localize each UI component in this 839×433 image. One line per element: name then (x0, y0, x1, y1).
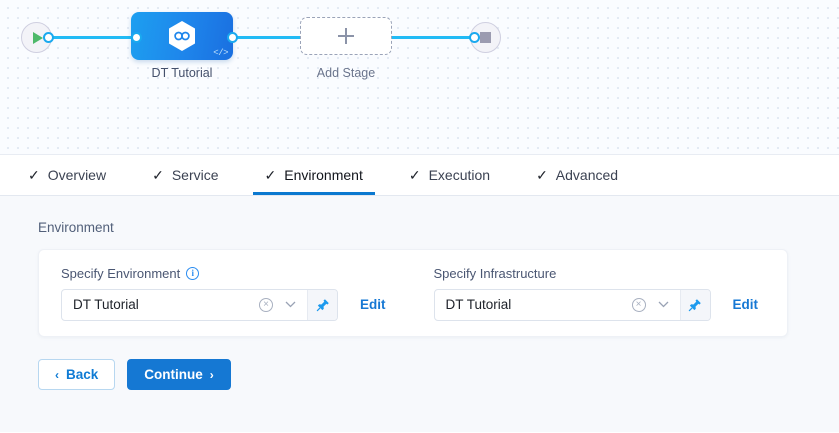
environment-pin-button[interactable] (307, 289, 337, 320)
check-icon: ✓ (264, 167, 277, 183)
back-button[interactable]: ‹ Back (38, 359, 116, 390)
specify-infrastructure-group: Specify Infrastructure DT Tutorial × (433, 266, 759, 321)
tab-execution[interactable]: ✓ Execution (393, 155, 506, 195)
section-title: Environment (38, 220, 114, 235)
code-icon: </> (213, 48, 228, 58)
tab-overview[interactable]: ✓ Overview (12, 155, 122, 195)
wizard-footer: ‹ Back Continue › (38, 359, 839, 390)
stage-node-input-port[interactable] (131, 32, 142, 43)
pipeline-edge-stage-to-add (232, 36, 300, 39)
clear-icon[interactable]: × (631, 297, 646, 312)
environment-panel: Environment Specify Environment i DT Tut… (0, 196, 839, 432)
chevron-down-icon[interactable] (658, 299, 669, 311)
continue-button-label: Continue (144, 367, 203, 382)
play-icon (33, 31, 43, 44)
stage-node-dt-tutorial[interactable]: </> (131, 12, 233, 60)
stage-node-label: DT Tutorial (151, 66, 213, 80)
pipeline-canvas[interactable]: </> DT Tutorial Add Stage (0, 0, 839, 155)
add-stage-button[interactable] (300, 17, 392, 55)
check-icon: ✓ (152, 167, 164, 183)
harness-hexagon-icon (167, 20, 197, 52)
pipeline-end-node[interactable] (470, 22, 501, 53)
tab-label: Overview (47, 167, 107, 183)
tab-label: Environment (284, 167, 363, 183)
environment-select-value: DT Tutorial (73, 297, 139, 312)
environment-edit-link[interactable]: Edit (360, 297, 386, 312)
infrastructure-select[interactable]: DT Tutorial × (433, 288, 711, 321)
end-node-port[interactable] (469, 32, 480, 43)
specify-environment-row: DT Tutorial × Edit (61, 288, 386, 321)
check-icon: ✓ (536, 167, 548, 183)
tab-advanced[interactable]: ✓ Advanced (520, 155, 634, 195)
pipeline-edge-start-to-stage (44, 36, 136, 39)
clear-icon[interactable]: × (259, 297, 273, 312)
environment-card: Specify Environment i DT Tutorial × (38, 249, 788, 337)
infrastructure-edit-link[interactable]: Edit (732, 297, 759, 312)
specify-environment-label: Specify Environment i (61, 266, 386, 281)
infrastructure-select-value: DT Tutorial (445, 297, 512, 312)
tab-service[interactable]: ✓ Service (136, 155, 234, 195)
pushpin-icon (316, 298, 329, 311)
stop-square-icon (480, 32, 491, 43)
chevron-left-icon: ‹ (55, 367, 59, 382)
continue-button[interactable]: Continue › (127, 359, 231, 390)
specify-infrastructure-label: Specify Infrastructure (434, 266, 759, 281)
label-text: Specify Environment (61, 265, 181, 281)
specify-environment-group: Specify Environment i DT Tutorial × (61, 266, 386, 321)
pipeline-edge-add-to-end (392, 36, 474, 39)
tab-environment[interactable]: ✓ Environment (249, 155, 379, 195)
specify-infrastructure-row: DT Tutorial × Edit (433, 288, 759, 321)
stage-node-output-port[interactable] (227, 32, 238, 43)
infrastructure-pin-button[interactable] (679, 289, 710, 320)
plus-icon (338, 28, 354, 44)
add-stage-label: Add Stage (316, 66, 376, 80)
check-icon: ✓ (408, 167, 421, 183)
info-icon[interactable]: i (186, 266, 200, 280)
check-icon: ✓ (28, 167, 40, 183)
tab-label: Service (171, 167, 219, 183)
chevron-down-icon[interactable] (285, 299, 296, 311)
environment-select[interactable]: DT Tutorial × (61, 288, 338, 321)
pushpin-icon (688, 298, 701, 311)
tab-label: Advanced (555, 167, 619, 183)
label-text: Specify Infrastructure (433, 265, 557, 281)
tab-label: Execution (428, 167, 491, 183)
start-node-port[interactable] (43, 32, 54, 43)
chevron-right-icon: › (209, 367, 214, 382)
stage-tabs: ✓ Overview ✓ Service ✓ Environment ✓ Exe… (0, 155, 839, 196)
back-button-label: Back (66, 367, 99, 382)
